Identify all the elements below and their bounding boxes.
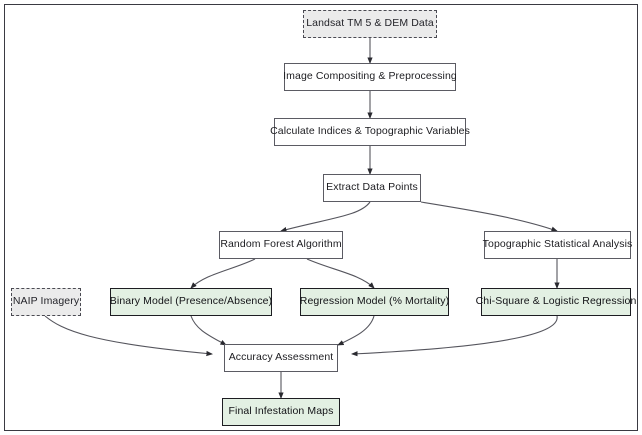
node-random-forest-label: Random Forest Algorithm xyxy=(220,238,342,251)
node-regression-model-label: Regression Model (% Mortality) xyxy=(299,295,450,308)
node-final-maps-label: Final Infestation Maps xyxy=(228,405,334,418)
node-image-compositing[interactable]: Image Compositing & Preprocessing xyxy=(283,63,457,91)
node-naip-label: NAIP Imagery xyxy=(12,295,80,308)
node-landsat-data[interactable]: Landsat TM 5 & DEM Data xyxy=(303,10,437,38)
node-landsat-label: Landsat TM 5 & DEM Data xyxy=(306,17,434,30)
node-topographic-statistical-analysis[interactable]: Topographic Statistical Analysis xyxy=(482,231,633,259)
node-extract-data-points[interactable]: Extract Data Points xyxy=(323,174,421,202)
node-regression-model[interactable]: Regression Model (% Mortality) xyxy=(300,288,449,316)
node-chi-square-label: Chi-Square & Logistic Regression xyxy=(475,295,637,308)
node-accuracy-assessment[interactable]: Accuracy Assessment xyxy=(224,344,338,372)
node-compositing-label: Image Compositing & Preprocessing xyxy=(283,70,457,83)
node-calculate-indices[interactable]: Calculate Indices & Topographic Variable… xyxy=(270,118,470,146)
node-indices-label: Calculate Indices & Topographic Variable… xyxy=(270,125,470,138)
node-chi-square-logistic-regression[interactable]: Chi-Square & Logistic Regression xyxy=(476,288,636,316)
node-random-forest-algorithm[interactable]: Random Forest Algorithm xyxy=(219,231,343,259)
node-binary-model[interactable]: Binary Model (Presence/Absence) xyxy=(110,288,272,316)
node-extract-label: Extract Data Points xyxy=(326,181,418,194)
node-binary-model-label: Binary Model (Presence/Absence) xyxy=(109,295,273,308)
node-topographic-label: Topographic Statistical Analysis xyxy=(482,238,633,251)
node-final-infestation-maps[interactable]: Final Infestation Maps xyxy=(222,398,340,426)
node-naip-imagery[interactable]: NAIP Imagery xyxy=(11,288,81,316)
node-accuracy-label: Accuracy Assessment xyxy=(228,351,334,364)
